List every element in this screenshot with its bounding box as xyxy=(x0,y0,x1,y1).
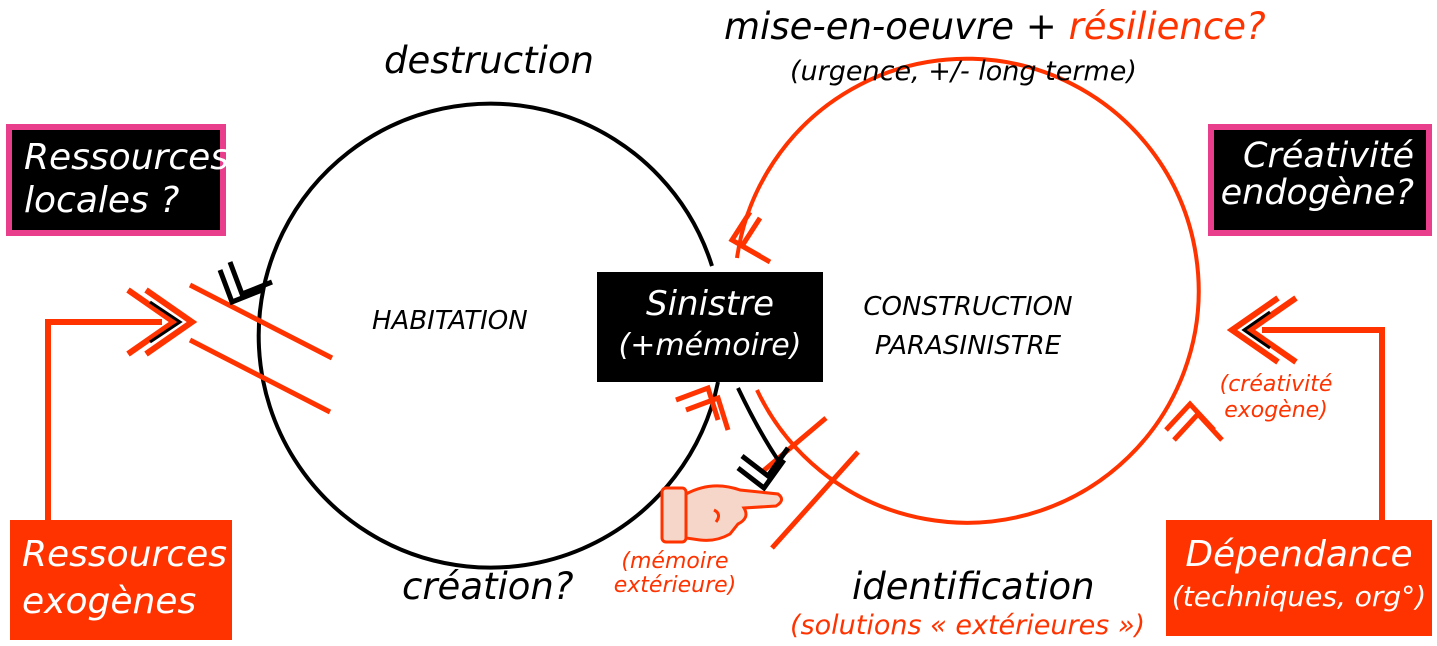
habitation-circle xyxy=(256,101,720,570)
sinistre-title: Sinistre xyxy=(646,284,774,324)
implementation-label: mise-en-oeuvre + résilience? xyxy=(724,8,1266,45)
dependance-subtitle: (techniques, org°) xyxy=(1171,579,1427,613)
construction-line1: CONSTRUCTION xyxy=(863,292,1073,322)
creativite-exogene-label: (créativité exogène) xyxy=(1196,372,1356,425)
memoire-exterieure-label: (mémoire extérieure) xyxy=(590,549,760,599)
construction-line2: PARASINISTRE xyxy=(874,331,1062,361)
plus-sign: + xyxy=(1025,5,1057,48)
creativite-endogene-line2: endogène? xyxy=(1220,172,1414,213)
creativite-endogene-line1: Créativité xyxy=(1243,136,1414,176)
creativite-exogene-line1: (créativité xyxy=(1219,372,1333,397)
dependance-title: Dépendance xyxy=(1185,534,1413,575)
ressources-locales-line1: Ressources xyxy=(24,137,230,178)
dependance-arrow xyxy=(1226,295,1385,520)
right-circle-break xyxy=(760,416,860,550)
creation-label: création? xyxy=(402,565,574,608)
mise-en-oeuvre-text: mise-en-oeuvre xyxy=(724,5,1015,48)
destruction-label: destruction xyxy=(384,39,594,82)
ressources-exogenes-line1: Ressources xyxy=(22,534,228,575)
ressources-exogenes-box: Ressources exogènes xyxy=(10,520,232,640)
solutions-exterieures-label: (solutions « extérieures ») xyxy=(790,610,1146,641)
sinistre-box: Sinistre (+mémoire) xyxy=(597,272,823,382)
habitation-label: HABITATION xyxy=(372,306,528,336)
pointing-hand-icon xyxy=(660,484,783,544)
exogenous-resources-arrow xyxy=(45,287,198,542)
memoire-exterieure-line2: extérieure) xyxy=(613,573,737,599)
double-chevron-arrow-icon xyxy=(149,300,1271,350)
sinistre-subtitle: (+mémoire) xyxy=(618,328,802,364)
ressources-locales-line2: locales ? xyxy=(24,180,180,222)
ressources-locales-box: Ressources locales ? xyxy=(6,124,230,236)
sinistre-to-identification-arrow xyxy=(736,387,780,462)
ressources-exogenes-line2: exogènes xyxy=(22,580,197,622)
creativite-endogene-box: Créativité endogène? xyxy=(1208,124,1432,236)
urgence-label: (urgence, +/- long terme) xyxy=(790,56,1137,87)
double-chevron-arrow-icon xyxy=(217,210,1224,492)
dependance-box: Dépendance (techniques, org°) xyxy=(1166,520,1432,636)
left-circle-break xyxy=(188,282,334,415)
construction-label: CONSTRUCTION PARASINISTRE xyxy=(848,288,1088,366)
identification-label: identification xyxy=(852,565,1095,608)
construction-circle xyxy=(735,56,1201,525)
resilience-text: résilience? xyxy=(1068,5,1266,48)
creativite-exogene-line2: exogène) xyxy=(1224,398,1328,424)
memoire-exterieure-line1: (mémoire xyxy=(621,549,729,574)
